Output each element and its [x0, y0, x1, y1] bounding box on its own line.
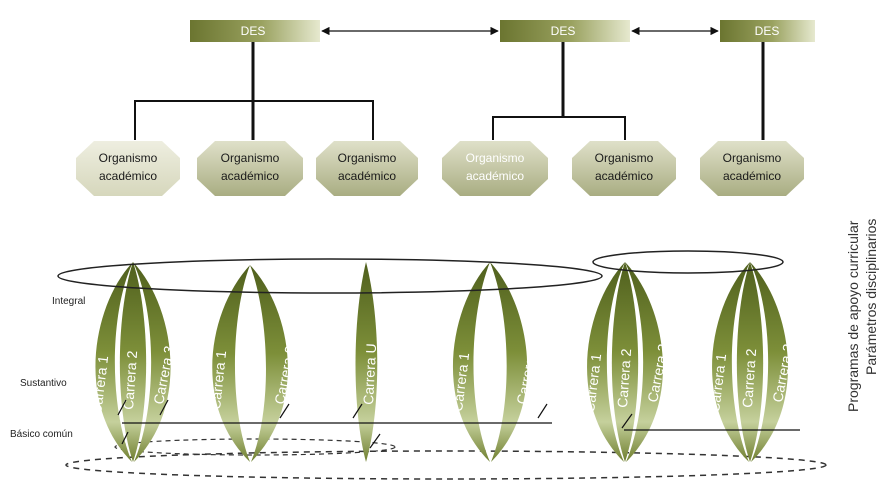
petal-4b	[490, 262, 528, 462]
petal-group-4: Carrera 1 Carrera 3	[449, 262, 540, 462]
petal-6b	[736, 262, 764, 462]
integral-ellipse-1	[57, 258, 603, 294]
petal-3	[355, 262, 378, 462]
petal-group-1: Carrera 1 Carrera 2 Carrera 3	[88, 262, 177, 462]
petal-5a-label: Carrera 1	[581, 353, 604, 414]
petal-6c	[750, 262, 788, 462]
petal-4a	[452, 262, 490, 462]
level-integral: Integral	[52, 296, 85, 307]
petal-4a-label: Carrera 1	[449, 352, 472, 413]
organism-6-line1: Organismo	[723, 151, 782, 165]
organism-1: Organismo académico	[76, 141, 180, 196]
organism-1-line2: académico	[99, 169, 157, 183]
organism-4-line2: académico	[466, 169, 524, 183]
organism-2-line1: Organismo	[221, 151, 280, 165]
connectors-thin	[134, 100, 626, 140]
side-label-parametros: Parámetros disciplinarios	[863, 219, 879, 375]
organism-3-line2: académico	[338, 169, 396, 183]
des-box-2	[500, 20, 630, 42]
petal-1b-label: Carrera 2	[120, 350, 140, 410]
petal-5b	[611, 262, 639, 462]
organism-1-line1: Organismo	[99, 151, 158, 165]
des-box-1	[190, 20, 320, 42]
petal-5a	[587, 262, 625, 462]
organism-5: Organismo académico	[572, 141, 676, 196]
organism-3: Organismo académico	[316, 141, 418, 196]
organism-5-line1: Organismo	[595, 151, 654, 165]
organism-5-line2: académico	[595, 169, 653, 183]
petal-5b-label: Carrera 2	[614, 348, 634, 408]
side-label-programas: Programas de apoyo curricular	[845, 220, 861, 412]
organism-2-line2: académico	[221, 169, 279, 183]
organism-3-line1: Organismo	[338, 151, 397, 165]
basic-dashed-ellipse-1	[114, 438, 396, 456]
petal-1a-label: Carrera 1	[88, 355, 111, 416]
petal-6b-label: Carrera 2	[739, 348, 759, 408]
petal-2a	[212, 265, 250, 462]
organism-2: Organismo académico	[197, 141, 303, 196]
petal-group-5: Carrera 1 Carrera 2 Carrera 3	[581, 262, 671, 462]
organism-6: Organismo académico	[700, 141, 804, 196]
organism-6-line2: académico	[723, 169, 781, 183]
petal-2a-label: Carrera 1	[207, 350, 229, 411]
petal-3-label: Carrera U	[360, 343, 379, 405]
des-label-1: DES	[241, 24, 266, 38]
des-label-3: DES	[755, 24, 780, 38]
integral-ellipse-2	[592, 250, 784, 274]
organism-4-line1: Organismo	[466, 151, 525, 165]
petal-group-6: Carrera 1 Carrera 2 Carrera 3	[706, 262, 796, 462]
connectors	[251, 42, 765, 140]
petal-2b	[250, 265, 288, 462]
petal-group-3: Carrera U	[355, 262, 379, 462]
level-sustantivo: Sustantivo	[20, 378, 67, 389]
petal-group-2: Carrera 1 Carrera 2	[207, 265, 298, 462]
petal-1a	[95, 262, 133, 462]
petal-1b	[119, 262, 147, 462]
tick-marks	[117, 399, 633, 449]
petal-6a	[712, 262, 750, 462]
level-basico: Básico común	[10, 429, 73, 440]
petal-5c	[625, 262, 663, 462]
base-dashed-ellipse	[65, 450, 827, 480]
des-box-3	[720, 20, 815, 42]
sustantivo-lines	[122, 422, 800, 431]
des-label-2: DES	[551, 24, 576, 38]
organism-4: Organismo académico	[442, 141, 548, 196]
petal-6a-label: Carrera 1	[706, 353, 729, 414]
